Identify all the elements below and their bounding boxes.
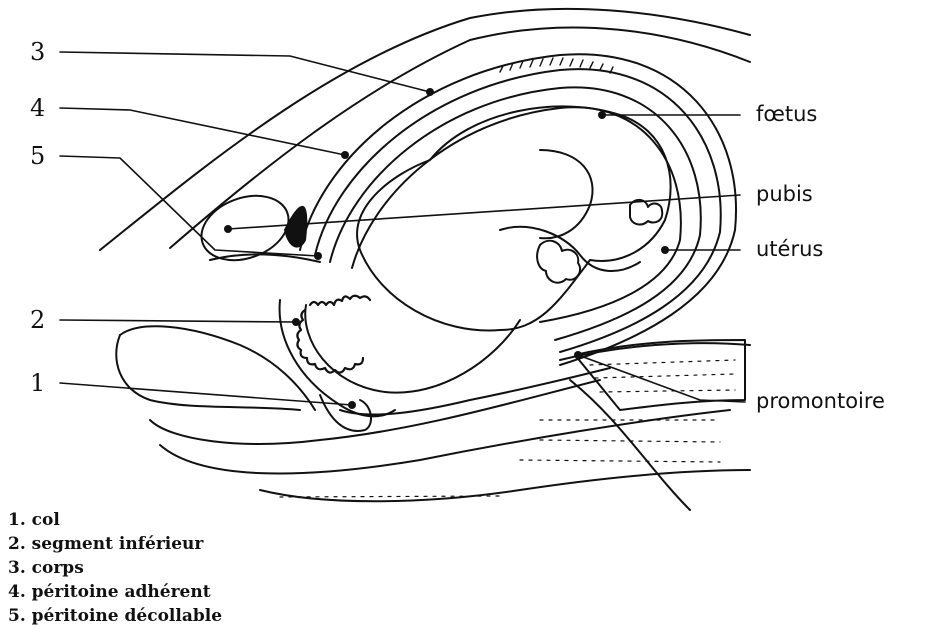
label-promontoire: promontoire [756,391,885,412]
dot-pubis [224,225,232,233]
label-pubis: pubis [756,184,813,205]
dot-promontoire [574,351,582,359]
legend-item-segment-inferieur: 2. segment inférieur [8,532,222,556]
perineum-upper [120,326,315,410]
leader-promontoire [578,355,745,402]
marker-2: 2 [30,308,45,332]
legend-item-corps: 3. corps [8,556,222,580]
dot-uterus [661,246,669,254]
uterus-wall-2 [330,87,701,340]
lower-segment [280,300,395,416]
sacrum-texture [520,360,735,462]
dot-foetus [598,111,606,119]
label-foetus: fœtus [756,104,817,125]
leader-1 [60,383,352,405]
cervix [320,395,371,431]
fetus-arm [500,227,640,271]
dot-1 [348,401,356,409]
label-uterus: utérus [756,239,823,260]
marker-3: 3 [30,40,45,64]
sacrum-bone [575,340,745,410]
fetus-hand [630,200,662,225]
abdominal-wall [100,9,750,250]
marker-5: 5 [30,144,45,168]
dot-3 [426,88,434,96]
fetus-limb [540,150,593,238]
fetal-head-outline [305,305,520,393]
uterus-inner [352,107,681,322]
anchor-dots [224,88,669,409]
leader-2 [60,320,296,322]
marker-1: 1 [30,371,45,395]
legend-item-peritoine-decollable: 5. péritoine décollable [8,604,222,628]
legend-item-peritoine-adherent: 4. péritoine adhérent [8,580,222,604]
dot-2 [292,318,300,326]
leader-4 [60,108,345,155]
legend: 1. col 2. segment inférieur 3. corps 4. … [8,508,222,628]
dot-5 [314,252,322,260]
sacrum-outline [560,343,750,510]
legend-item-col: 1. col [8,508,222,532]
marker-4: 4 [30,96,45,120]
dot-4 [341,151,349,159]
